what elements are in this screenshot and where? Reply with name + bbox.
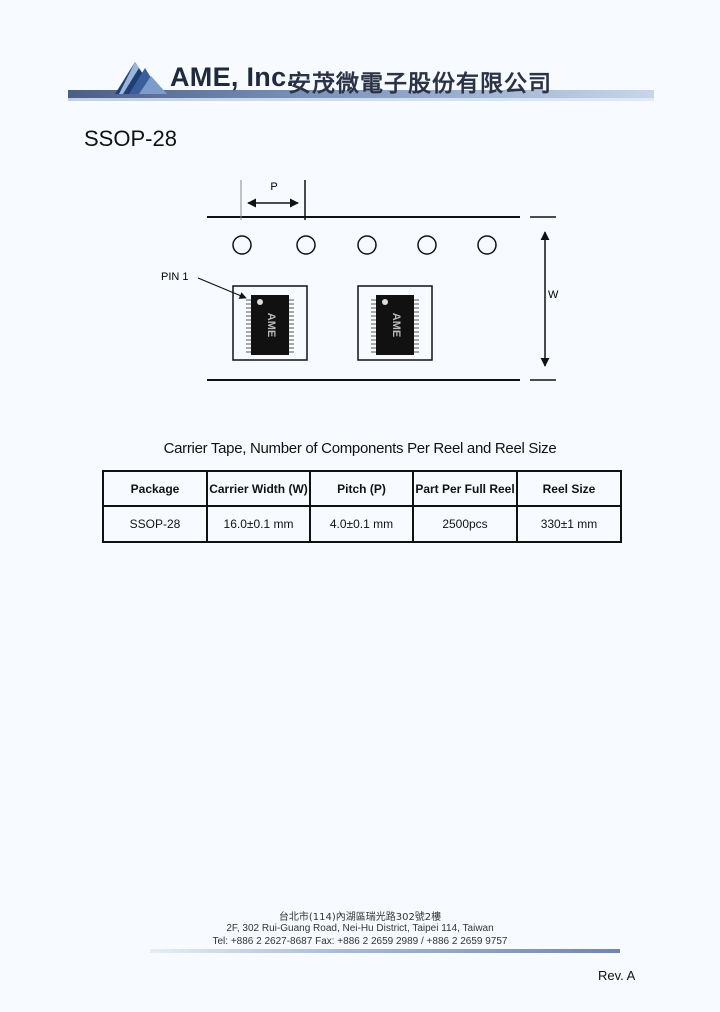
sprocket-hole [296,235,316,255]
column-header: Pitch (P) [309,470,414,507]
column-header: Package [102,470,208,507]
chip-marking: AME [390,313,402,337]
sprocket-hole [477,235,497,255]
footer-contact: Tel: +886 2 2627-8687 Fax: +886 2 2659 2… [212,936,508,947]
footer-address-chinese: 台北市(114)內湖區瑞光路302號2樓 [278,912,442,923]
sprocket-hole [357,235,377,255]
package-title: SSOP-28 [84,126,177,151]
chip-marking: AME [265,313,277,337]
company-chinese-name: 安茂微電子股份有限公司 [288,71,552,97]
sprocket-hole [417,235,437,255]
column-header: Carrier Width (W) [206,470,311,507]
table-cell: 2500pcs [412,505,518,543]
table-row: SSOP-28 16.0±0.1 mm 4.0±0.1 mm 2500pcs 3… [102,505,622,543]
ic-chip-body [376,295,414,355]
company-name: AME, Inc. [170,62,295,92]
table-cell: 16.0±0.1 mm [206,505,311,543]
table-header-row: Package Carrier Width (W) Pitch (P) Part… [102,470,622,507]
component-pocket: AME [232,285,308,361]
pin1-label: PIN 1 [161,271,189,283]
footer-rule [150,949,620,953]
width-label: W [548,289,559,301]
carrier-tape-diagram: P W PIN 1 AME AME [161,180,559,381]
column-header: Reel Size [516,470,622,507]
ame-mountain-logo-icon [115,62,167,94]
pitch-label: P [270,181,277,193]
pin1-dot [257,299,263,305]
pin1-dot [382,299,388,305]
table-cell: 4.0±0.1 mm [309,505,414,543]
table-cell: 330±1 mm [516,505,622,543]
sprocket-hole [232,235,252,255]
carrier-tape-spec-table: Package Carrier Width (W) Pitch (P) Part… [102,470,622,543]
pin1-pointer-arrow [197,277,247,299]
header-rule-light [68,98,654,101]
column-header: Part Per Full Reel [412,470,518,507]
table-caption: Carrier Tape, Number of Components Per R… [163,440,557,457]
revision-label: Rev. A [598,968,636,983]
footer-address-english: 2F, 302 Rui-Guang Road, Nei-Hu District,… [226,923,494,934]
component-pocket: AME [357,285,433,361]
header-rule [68,90,654,98]
ic-chip-body [251,295,289,355]
table-cell: SSOP-28 [102,505,208,543]
